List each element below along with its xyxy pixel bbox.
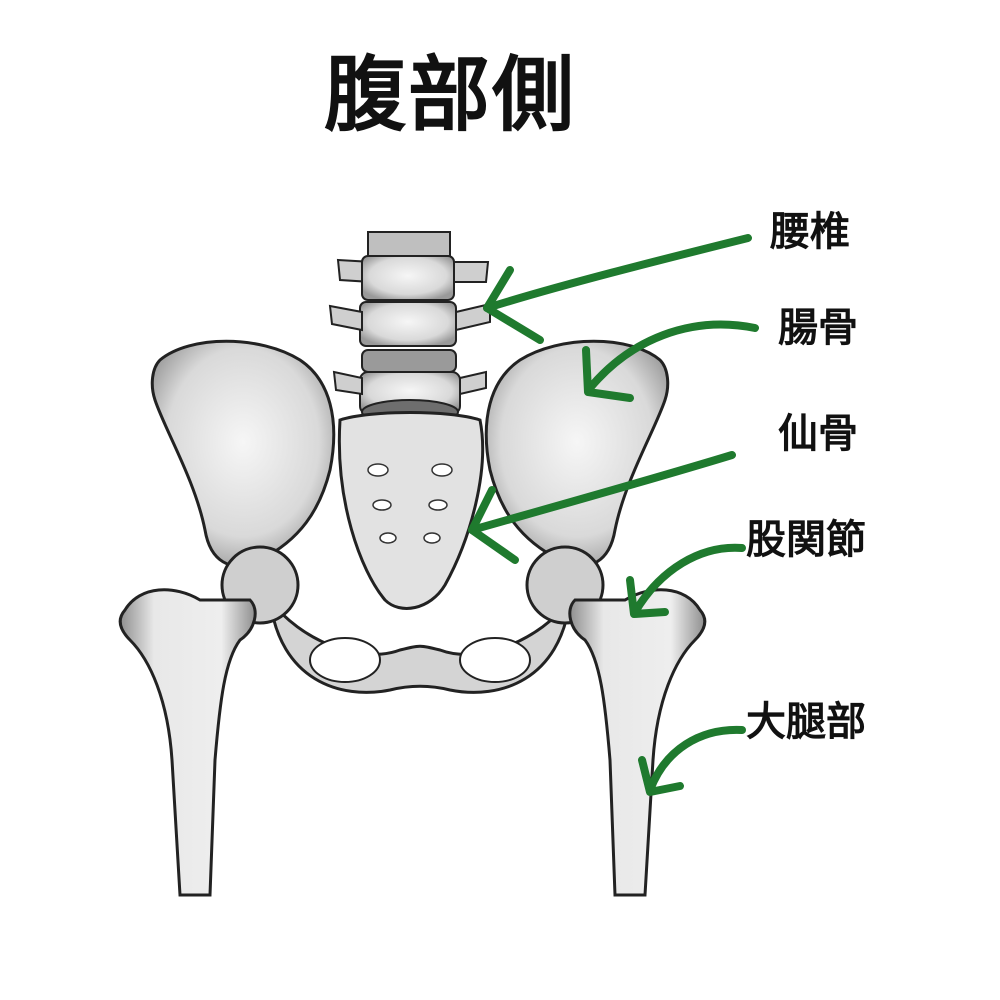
arrow-ilium-head xyxy=(582,346,634,402)
label-lumbar: 腰椎 xyxy=(770,209,850,255)
sacrum xyxy=(337,411,485,610)
arrow-sacrum-head xyxy=(468,486,519,564)
annotation-arrows xyxy=(468,234,759,796)
label-hip-joint: 股関節 xyxy=(746,517,866,563)
ilium-left xyxy=(150,339,336,568)
arrow-thigh-head xyxy=(638,756,684,796)
femur-right xyxy=(525,545,707,897)
pubis xyxy=(267,594,573,694)
obturator-left xyxy=(309,637,381,683)
arrow-hip xyxy=(631,543,746,616)
lumbar-spine xyxy=(328,231,491,425)
arrow-hip-head xyxy=(626,576,669,618)
arrow-sacrum xyxy=(468,451,736,534)
arrow-ilium xyxy=(586,320,759,392)
ilium-right xyxy=(484,339,670,568)
obturator-right xyxy=(459,637,531,683)
arrow-lumbar-head xyxy=(483,266,544,344)
arrow-lumbar xyxy=(483,234,752,312)
arrow-thigh xyxy=(646,725,746,794)
label-sacrum: 仙骨 xyxy=(778,411,858,457)
femur-left xyxy=(118,545,300,897)
label-thigh: 大腿部 xyxy=(746,699,866,745)
label-ilium: 腸骨 xyxy=(778,305,858,351)
page-title: 腹部側 xyxy=(323,48,576,143)
sacral-foramina xyxy=(367,463,453,544)
